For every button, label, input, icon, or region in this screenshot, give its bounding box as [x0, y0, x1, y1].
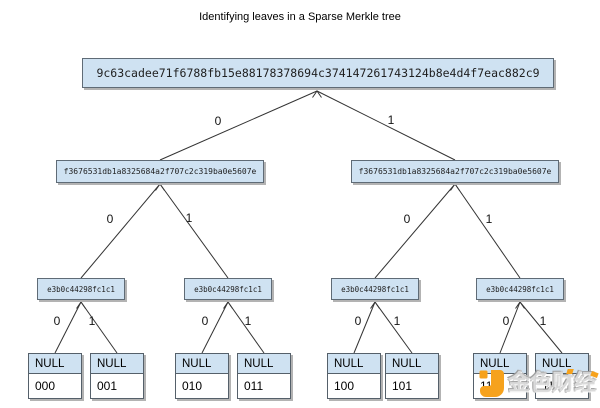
edge-label-l3-5: 1 — [393, 314, 401, 328]
edge-label-l2-3: 1 — [485, 212, 493, 226]
leaf-value: NULL — [238, 354, 290, 374]
internal-node-left: f3676531db1a8325684a2f707c2c319ba0e5607e — [56, 160, 264, 183]
leaf-node-101: NULL 101 — [385, 353, 439, 399]
leaf-value: NULL — [29, 354, 81, 374]
leaf-value: NULL — [328, 354, 380, 374]
leaf-path: 111 — [536, 374, 588, 398]
subtree-hash-node-2: e3b0c44298fc1c1 — [331, 278, 419, 300]
diagram-title: Identifying leaves in a Sparse Merkle tr… — [199, 11, 401, 23]
internal-node-right: f3676531db1a8325684a2f707c2c319ba0e5607e — [351, 160, 559, 183]
leaf-node-011: NULL 011 — [237, 353, 291, 399]
leaf-value: NULL — [91, 354, 143, 374]
leaf-node-010: NULL 010 — [175, 353, 229, 399]
leaf-path: 100 — [328, 374, 380, 398]
edge-label-l3-7: 1 — [539, 314, 547, 328]
leaf-node-111: NULL 111 — [535, 353, 589, 399]
root-hash-node: 9c63cadee71f6788fb15e88178378694c3741472… — [82, 58, 554, 88]
watermark-logo-icon — [479, 370, 504, 397]
edge-label-root-right: 1 — [387, 113, 395, 127]
leaf-path: 000 — [29, 374, 81, 398]
edge-label-l3-0: 0 — [53, 314, 61, 328]
edge-label-l3-6: 0 — [502, 314, 510, 328]
subtree-hash-node-1: e3b0c44298fc1c1 — [184, 278, 272, 300]
leaf-node-100: NULL 100 — [327, 353, 381, 399]
subtree-hash-node-0: e3b0c44298fc1c1 — [37, 278, 125, 300]
edge-label-l3-4: 0 — [354, 314, 362, 328]
edge-label-l2-0: 0 — [106, 212, 114, 226]
leaf-value: NULL — [176, 354, 228, 374]
watermark: 金色财经 — [479, 366, 599, 402]
leaf-value: NULL — [386, 354, 438, 374]
edge-label-root-left: 0 — [214, 114, 222, 128]
leaf-path: 001 — [91, 374, 143, 398]
leaf-value: NULL — [536, 354, 588, 374]
leaf-path: 011 — [238, 374, 290, 398]
leaf-node-001: NULL 001 — [90, 353, 144, 399]
leaf-path: 101 — [386, 374, 438, 398]
leaf-path: 010 — [176, 374, 228, 398]
edge-label-l3-2: 0 — [201, 314, 209, 328]
edge-label-l2-2: 0 — [403, 212, 411, 226]
leaf-node-000: NULL 000 — [28, 353, 82, 399]
subtree-hash-node-3: e3b0c44298fc1c1 — [476, 278, 564, 300]
edge-label-l3-1: 1 — [88, 314, 96, 328]
edge-label-l3-3: 1 — [244, 314, 252, 328]
watermark-text: 金色财经 — [508, 371, 597, 396]
edge-label-l2-1: 1 — [185, 211, 193, 225]
